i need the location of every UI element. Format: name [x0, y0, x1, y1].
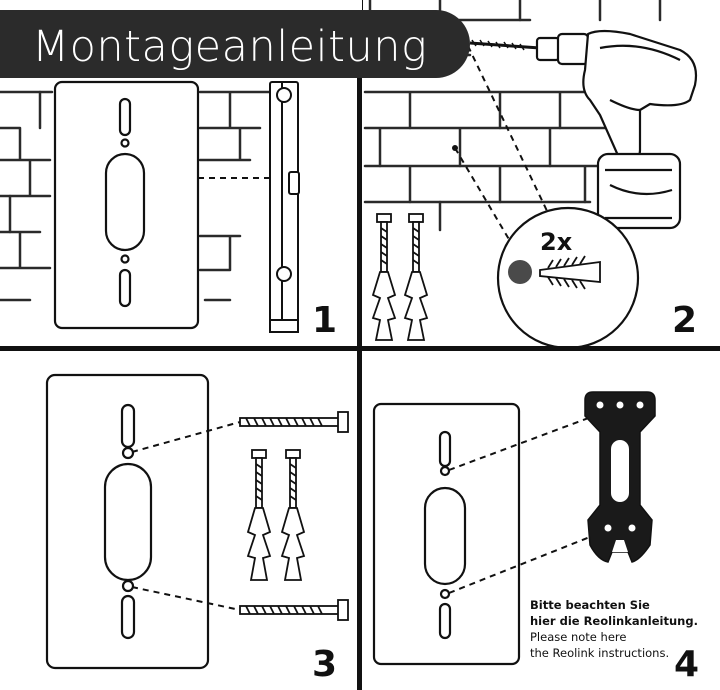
wall-plug-icon	[280, 507, 306, 581]
note-en-line-1: Please note here	[530, 630, 627, 644]
mounting-plate-1	[53, 80, 200, 330]
note-en-line-2: the Reolink instructions.	[530, 646, 670, 660]
step-number-3: 3	[312, 644, 338, 685]
screw-icon	[408, 213, 424, 273]
brick-wall-panel-1	[0, 90, 272, 302]
screw-guide-lines-3	[131, 421, 241, 611]
screw-icon	[285, 449, 301, 509]
wall-plug-icon	[246, 507, 272, 581]
mounting-plate-4	[372, 402, 521, 666]
mounting-plate-3	[45, 373, 210, 670]
spirit-level-icon	[269, 81, 300, 333]
note-de-line-1: Bitte beachten Sie	[530, 598, 650, 612]
drill-icon	[469, 29, 698, 230]
page-title: Montageanleitung	[32, 22, 428, 72]
title-banner: Montageanleitung	[0, 10, 470, 78]
step-number-1: 1	[312, 300, 338, 341]
screw-icon	[239, 411, 349, 433]
step-number-4: 4	[674, 644, 700, 685]
wall-plug-icon	[371, 271, 397, 341]
drill-hole-mark	[452, 145, 458, 151]
bracket-guide-lines-4	[448, 409, 621, 594]
step-number-2: 2	[672, 300, 698, 341]
screw-set-panel-3	[239, 411, 349, 621]
wall-plug-icon	[403, 271, 429, 341]
mounting-bracket-icon	[584, 391, 656, 563]
screw-icon	[239, 599, 349, 621]
reolink-note: Bitte beachten Sie hier die Reolinkanlei…	[530, 597, 705, 661]
screw-icon	[376, 213, 392, 273]
screw-set-panel-2	[371, 213, 429, 341]
note-de-line-2: hier die Reolinkanleitung.	[530, 614, 698, 628]
drill-guide-lines	[454, 45, 561, 259]
wall-plug-icon	[539, 255, 601, 290]
screw-icon	[251, 449, 267, 509]
zoom-detail-circle	[496, 206, 640, 350]
quantity-label: 2x	[540, 228, 573, 256]
